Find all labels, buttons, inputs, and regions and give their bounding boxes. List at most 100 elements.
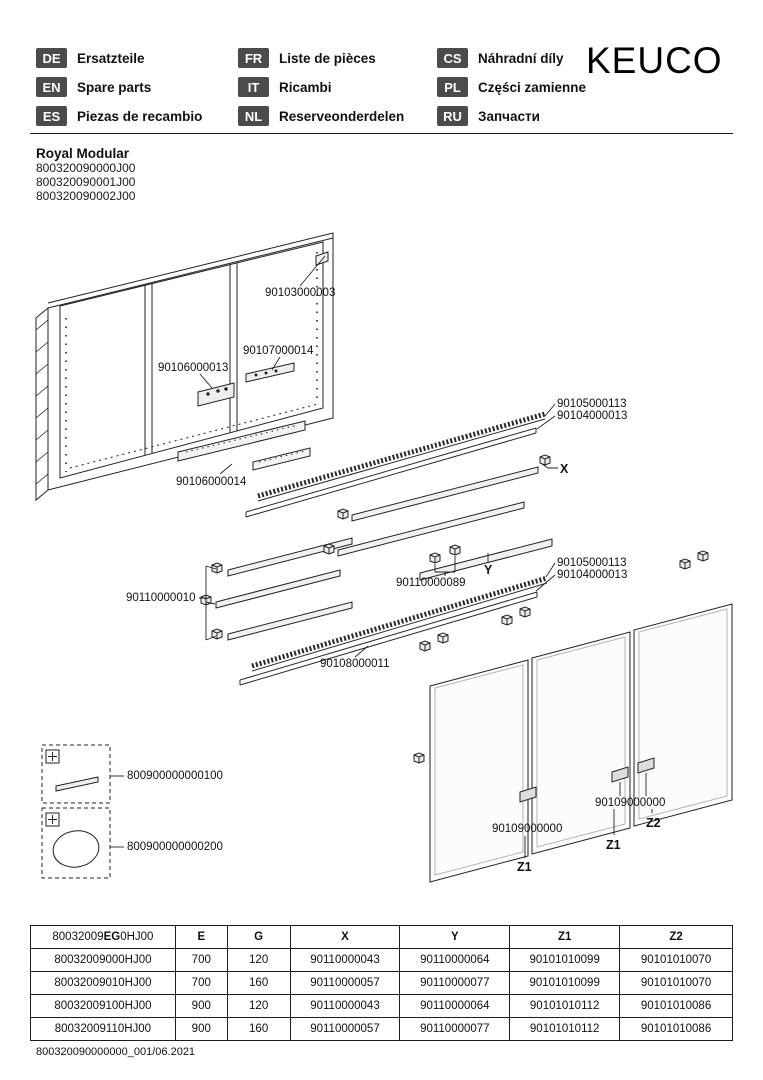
- cell-z2: 90101010086: [619, 994, 733, 1018]
- cell-y: 90110000064: [399, 948, 511, 972]
- table-row: 80032009110HJ00 900 160 90110000057 9011…: [30, 1017, 733, 1041]
- table-header-g: G: [226, 925, 291, 949]
- part-label-accessory-mirror: 800900000000200: [127, 841, 223, 853]
- cell-g: 120: [226, 994, 291, 1018]
- lang-label-fr: Liste de pièces: [279, 50, 376, 66]
- ref-label-z1-right: Z1: [606, 838, 621, 852]
- lang-entry-nl: NL Reserveonderdelen: [238, 106, 404, 126]
- lang-label-it: Ricambi: [279, 79, 332, 95]
- table-header-row: 80032009EG0HJ00 E G X Y Z1 Z2: [30, 925, 733, 949]
- plus-icon: [45, 749, 60, 764]
- table-row: 80032009100HJ00 900 120 90110000043 9011…: [30, 994, 733, 1018]
- part-label-rail-led-top: 90105000113: [557, 398, 627, 410]
- lang-badge-ru: RU: [437, 106, 468, 126]
- cell-g: 160: [226, 1017, 291, 1041]
- plus-icon: [45, 812, 60, 827]
- lang-entry-fr: FR Liste de pièces: [238, 48, 404, 68]
- lang-badge-fr: FR: [238, 48, 269, 68]
- mounting-rail-top: [245, 411, 546, 518]
- cell-model: 80032009010HJ00: [30, 971, 176, 995]
- glass-shelves: [215, 466, 553, 641]
- model-prefix: 80032009: [52, 931, 104, 943]
- variants-table: 80032009EG0HJ00 E G X Y Z1 Z2 8003200900…: [30, 925, 733, 1041]
- cell-z1: 90101010112: [509, 994, 621, 1018]
- cell-e: 700: [174, 971, 228, 995]
- table-header-y: Y: [399, 925, 511, 949]
- cell-x: 90110000043: [289, 948, 401, 972]
- language-column-3: CS Náhradní díly PL Części zamienne RU З…: [437, 48, 586, 126]
- cell-g: 120: [226, 948, 291, 972]
- model-suffix: 0HJ00: [120, 931, 154, 943]
- cell-z2: 90101010070: [619, 971, 733, 995]
- lang-entry-es: ES Piezas de recambio: [36, 106, 202, 126]
- part-label-rail-bottom: 90108000011: [320, 658, 390, 670]
- cell-g: 160: [226, 971, 291, 995]
- cell-z1: 90101010099: [509, 971, 621, 995]
- lang-label-en: Spare parts: [77, 79, 152, 95]
- lang-entry-en: EN Spare parts: [36, 77, 202, 97]
- cell-e: 700: [174, 948, 228, 972]
- part-label-damper-left: 90109000000: [492, 823, 563, 835]
- lang-badge-nl: NL: [238, 106, 269, 126]
- document-reference: 800320090000000_001/06.2021: [36, 1046, 196, 1058]
- ref-label-y: Y: [484, 563, 493, 577]
- table-header-model: 80032009EG0HJ00: [30, 925, 176, 949]
- part-label-light-unit: 90107000014: [243, 345, 314, 357]
- cell-model: 80032009000HJ00: [30, 948, 176, 972]
- cell-model: 80032009100HJ00: [30, 994, 176, 1018]
- lang-badge-cs: CS: [437, 48, 468, 68]
- table-header-z2: Z2: [619, 925, 733, 949]
- lang-label-ru: Запчасти: [478, 108, 540, 124]
- cell-z1: 90101010112: [509, 1017, 621, 1041]
- footer-divider: [30, 1040, 733, 1041]
- table-header-z1: Z1: [509, 925, 621, 949]
- lang-label-pl: Części zamienne: [478, 79, 587, 95]
- part-label-shelf-set: 90110000010: [126, 592, 196, 604]
- lang-entry-cs: CS Náhradní díly: [437, 48, 586, 68]
- table-row: 80032009010HJ00 700 160 90110000057 9011…: [30, 971, 733, 995]
- lang-badge-en: EN: [36, 77, 67, 97]
- part-label-accessory-strip: 800900000000100: [127, 770, 223, 782]
- lang-label-cs: Náhradní díly: [478, 50, 564, 66]
- round-mirror: [52, 830, 100, 868]
- corner-bracket-part: [315, 251, 329, 266]
- part-label-shelf-clips: 90110000089: [396, 577, 466, 589]
- cell-x: 90110000057: [289, 971, 401, 995]
- lang-badge-de: DE: [36, 48, 67, 68]
- ref-label-z1-left: Z1: [517, 860, 532, 874]
- part-label-light-cover: 90106000014: [176, 476, 247, 488]
- lang-label-nl: Reserveonderdelen: [279, 108, 405, 124]
- product-variant: 800320090002J00: [36, 189, 136, 203]
- lang-badge-it: IT: [238, 77, 269, 97]
- cell-model: 80032009110HJ00: [30, 1017, 176, 1041]
- mounting-rail-middle: [239, 575, 548, 686]
- lang-entry-ru: RU Запчасти: [437, 106, 586, 126]
- cell-x: 90110000057: [289, 1017, 401, 1041]
- lang-entry-pl: PL Części zamienne: [437, 77, 586, 97]
- table-header-x: X: [289, 925, 401, 949]
- part-label-rail-profile-top: 90104000013: [557, 410, 628, 422]
- light-unit-part: [245, 362, 295, 383]
- cell-y: 90110000064: [399, 994, 511, 1018]
- part-label-damper-right: 90109000000: [595, 797, 666, 809]
- cell-e: 900: [174, 1017, 228, 1041]
- mirror-doors: [429, 603, 733, 883]
- lang-badge-es: ES: [36, 106, 67, 126]
- language-column-1: DE Ersatzteile EN Spare parts ES Piezas …: [36, 48, 202, 126]
- cabinet-carcass: [35, 232, 334, 502]
- accessory-box-mirror: [41, 807, 111, 879]
- ref-label-x: X: [560, 462, 569, 476]
- accessory-box-strip: [41, 744, 111, 804]
- product-variant: 800320090001J00: [36, 175, 136, 189]
- keuco-logo: KEUCO: [586, 40, 723, 81]
- light-cover-parts: [177, 420, 311, 471]
- cell-z2: 90101010070: [619, 948, 733, 972]
- product-block: Royal Modular 800320090000J00 8003200900…: [36, 146, 135, 203]
- lang-label-de: Ersatzteile: [77, 50, 145, 66]
- header-divider: [30, 133, 733, 134]
- lang-label-es: Piezas de recambio: [77, 108, 203, 124]
- damper-parts: [519, 757, 655, 803]
- cell-y: 90110000077: [399, 1017, 511, 1041]
